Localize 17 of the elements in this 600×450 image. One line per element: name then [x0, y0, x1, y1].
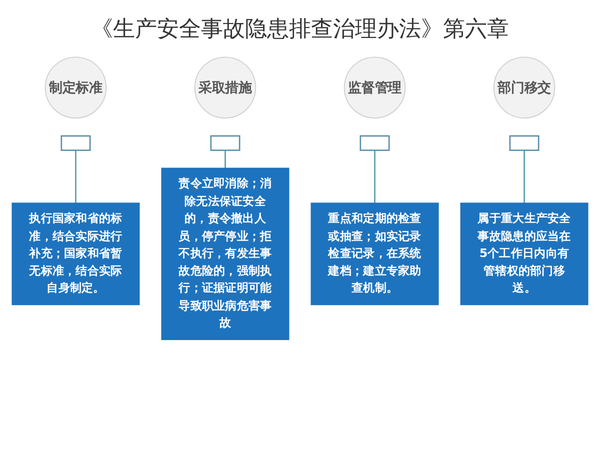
connector: [524, 150, 525, 204]
node-bar: [509, 135, 540, 151]
slide-title: 《生产安全事故隐患排查治理办法》第六章: [90, 16, 510, 44]
node-box: 责令立即消除；消除无法保证安全的，责令撤出人员，停产停业；拒不执行，有发生事故危险的，强制执行；证据证明可能导致职业病危害事故: [161, 168, 290, 340]
node-circle: 制定标准: [44, 56, 107, 118]
node-circle: 监督管理: [344, 56, 406, 118]
node-bar: [360, 135, 390, 151]
node-bar: [210, 135, 240, 151]
connector: [374, 150, 376, 204]
node-box: 执行国家和省的标准，结合实际进行补充；国家和省暂无标准，结合实际自身制定。: [12, 202, 140, 306]
node-bar: [60, 135, 91, 151]
node-box: 重点和定期的检查或抽查；如实记录检查记录，在系统建档；建立专家助查机制。: [310, 202, 439, 306]
node-circle: 部门移交: [493, 56, 556, 118]
node-box: 属于重大生产安全事故隐患的应当在5个工作日内向有管辖权的部门移送。: [460, 202, 588, 306]
connector: [224, 150, 226, 168]
node-circle: 采取措施: [194, 56, 256, 118]
connector: [75, 150, 76, 204]
